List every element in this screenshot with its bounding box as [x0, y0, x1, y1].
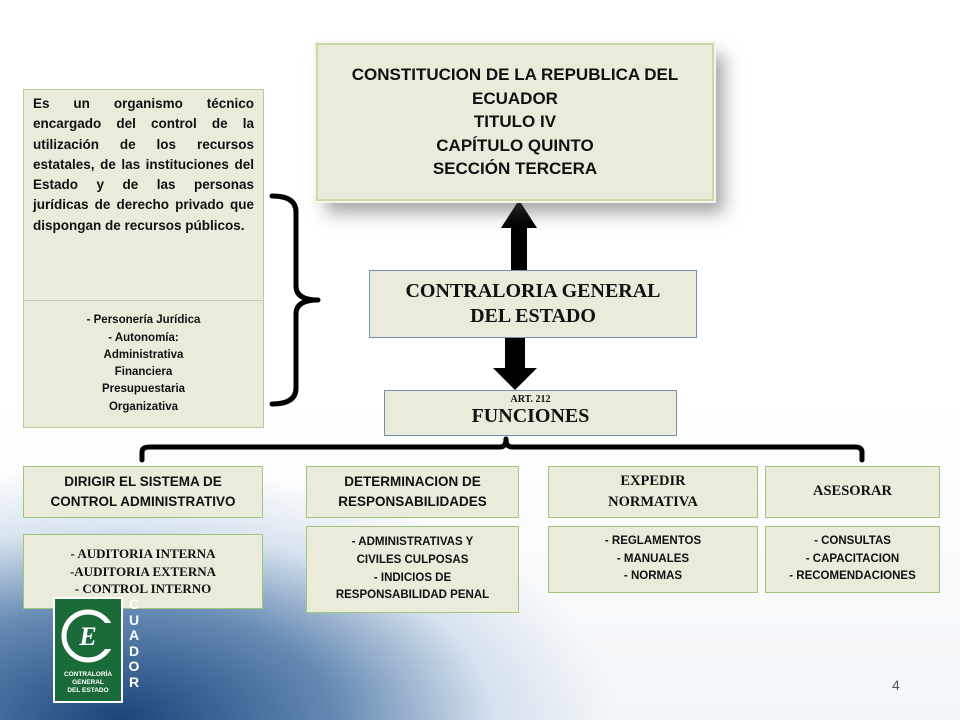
branch-item: RESPONSABILIDAD PENAL — [335, 589, 490, 602]
bracket-right — [269, 193, 321, 407]
contraloria-logo: E CONTRALORÍA GENERAL DEL ESTADO — [53, 597, 123, 703]
branch-item: - CAPACITACION — [805, 552, 900, 565]
contraloria-box: CONTRALORIA GENERAL DEL ESTADO — [369, 270, 697, 338]
branch-determinacion-title: DETERMINACION DE RESPONSABILIDADES — [306, 466, 519, 518]
contraloria-line: CONTRALORIA GENERAL — [405, 280, 661, 302]
branch-asesorar-title: ASESORAR — [765, 466, 940, 518]
constitucion-box: CONSTITUCION DE LA REPUBLICA DEL ECUADOR… — [316, 43, 714, 201]
attribute-item: Presupuestaria — [101, 383, 186, 396]
branch-item: - MANUALES — [616, 552, 690, 565]
branch-asesorar-items: - CONSULTAS - CAPACITACION - RECOMENDACI… — [765, 526, 940, 593]
attribute-item: Organizativa — [108, 400, 179, 413]
branch-expedir-title: EXPEDIR NORMATIVA — [548, 466, 758, 518]
branch-item: -AUDITORIA EXTERNA — [69, 563, 217, 579]
branch-title-line: DETERMINACION DE — [344, 474, 481, 490]
branch-item: - ADMINISTRATIVAS Y — [351, 535, 474, 548]
funciones-title: FUNCIONES — [471, 405, 590, 427]
article-label: ART. 212 — [510, 394, 551, 405]
attribute-item: Administrativa — [103, 348, 184, 361]
branch-item: - CONTROL INTERNO — [74, 581, 212, 597]
branch-title-line: NORMATIVA — [608, 494, 698, 510]
svg-text:E: E — [78, 622, 96, 651]
branch-title-line: CONTROL ADMINISTRATIVO — [50, 494, 236, 509]
page-number: 4 — [892, 677, 900, 693]
branch-determinacion-items: - ADMINISTRATIVAS Y CIVILES CULPOSAS - I… — [306, 526, 519, 613]
attribute-item: Financiera — [114, 366, 173, 378]
arrow-up — [501, 200, 537, 270]
contraloria-line: DEL ESTADO — [470, 305, 596, 327]
definition-box: Es un organismo técnico encargado del co… — [23, 89, 264, 300]
bracket-top — [139, 436, 865, 463]
branch-dirigir-items: - AUDITORIA INTERNA -AUDITORIA EXTERNA -… — [23, 534, 263, 609]
branch-title-line: DIRIGIR EL SISTEMA DE — [64, 474, 222, 490]
constitucion-line: ECUADOR — [472, 88, 558, 108]
attribute-item: - Personería Jurídica — [86, 314, 201, 327]
ce-emblem-icon: E — [61, 609, 117, 663]
definition-text: Es un organismo técnico encargado del co… — [33, 96, 254, 233]
branch-title-line: EXPEDIR — [620, 472, 686, 489]
branch-item: - NORMAS — [623, 570, 683, 583]
logo-side-letters: C U A D O R — [128, 596, 140, 690]
constitucion-line: TITULO IV — [473, 112, 557, 132]
branch-item: CIVILES CULPOSAS — [356, 553, 469, 566]
branch-item: - REGLAMENTOS — [604, 534, 702, 547]
arrow-down — [493, 338, 537, 390]
branch-expedir-items: - REGLAMENTOS - MANUALES - NORMAS — [548, 526, 758, 593]
logo-text: CONTRALORÍA GENERAL DEL ESTADO — [63, 671, 113, 695]
branch-item: - INDICIOS DE — [373, 571, 452, 584]
branch-dirigir-title: DIRIGIR EL SISTEMA DE CONTROL ADMINISTRA… — [23, 466, 263, 518]
branch-item: - AUDITORIA INTERNA — [70, 546, 216, 562]
attribute-item: - Autonomía: — [108, 331, 179, 344]
constitucion-line: CONSTITUCION DE LA REPUBLICA DEL — [351, 65, 679, 85]
branch-item: - CONSULTAS — [814, 534, 891, 547]
branch-item: - RECOMENDACIONES — [789, 570, 916, 583]
attributes-box: - Personería Jurídica - Autonomía: Admin… — [23, 300, 264, 428]
branch-title-line: RESPONSABILIDADES — [338, 494, 487, 509]
constitucion-line: CAPÍTULO QUINTO — [436, 135, 594, 155]
constitucion-line: SECCIÓN TERCERA — [432, 159, 598, 179]
branch-title-line: ASESORAR — [813, 483, 892, 500]
funciones-box: ART. 212 FUNCIONES — [384, 390, 677, 436]
